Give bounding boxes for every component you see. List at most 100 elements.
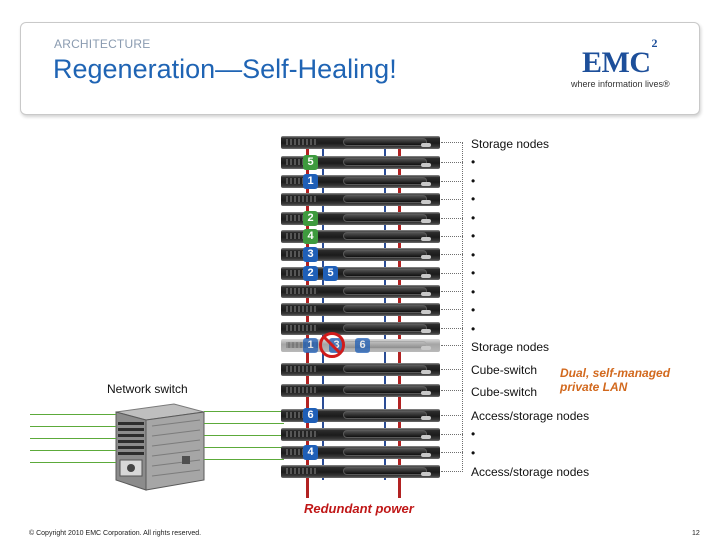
cable-out [204, 447, 284, 448]
connector-tick [441, 345, 463, 346]
server-node [281, 384, 440, 397]
logo-tagline: where information lives® [571, 79, 670, 89]
server-bezel [343, 430, 431, 439]
server-badge [421, 200, 431, 204]
drive-slots [286, 270, 318, 276]
connector-tick [441, 291, 463, 292]
replica-marker: 4 [303, 445, 318, 460]
drive-slots [286, 233, 318, 239]
server-badge [421, 143, 431, 147]
drive-slots [286, 449, 318, 455]
drive-slots [286, 306, 318, 312]
server-bezel [343, 411, 431, 420]
server-badge [421, 310, 431, 314]
list-bullet: • [471, 446, 476, 460]
storage-nodes-label-top: Storage nodes [471, 137, 550, 151]
drive-slots [286, 468, 318, 474]
server-node [281, 446, 440, 459]
drive-slots [286, 139, 318, 145]
cable-out [204, 411, 284, 412]
server-node [281, 303, 440, 316]
cable-out [204, 435, 284, 436]
server-bezel [343, 448, 431, 457]
drive-slots [286, 412, 318, 418]
server-badge [421, 292, 431, 296]
list-bullet: • [471, 192, 476, 206]
list-bullet: • [471, 173, 476, 188]
server-bezel [343, 195, 431, 204]
server-node [281, 465, 440, 478]
replica-marker: 6 [303, 408, 318, 423]
server-badge [421, 255, 431, 259]
server-node [281, 212, 440, 225]
list-bullet: • [471, 266, 476, 280]
connector-spine [462, 142, 463, 472]
logo-mark: EMC2 [582, 36, 657, 80]
connector-tick [441, 309, 463, 310]
connector-tick [441, 390, 463, 391]
connector-tick [441, 199, 463, 200]
server-bezel [343, 250, 431, 259]
list-bullet: • [471, 284, 476, 299]
replica-marker: 1 [303, 174, 318, 189]
server-badge [421, 416, 431, 420]
cable-in [30, 462, 116, 463]
access-storage-label-top: Access/storage nodes [471, 409, 590, 423]
server-bezel [343, 287, 431, 296]
cable-in [30, 438, 116, 439]
drive-slots [286, 342, 318, 348]
cable-out [204, 459, 284, 460]
connector-tick [441, 328, 463, 329]
server-badge [421, 219, 431, 223]
server-badge [421, 391, 431, 395]
connector-tick [441, 218, 463, 219]
connector-tick [441, 452, 463, 453]
cable-in [30, 426, 116, 427]
server-badge [421, 453, 431, 457]
slide-title: Regeneration—Self-Healing! [53, 54, 397, 84]
replica-marker: 2 [303, 266, 318, 281]
server-badge [421, 472, 431, 476]
server-bezel [343, 324, 431, 333]
connector-tick [441, 162, 463, 163]
server-badge [421, 329, 431, 333]
power-feed-left [306, 140, 309, 498]
redundant-power-caption: Redundant power [304, 501, 414, 516]
server-node [281, 136, 440, 149]
server-bezel [343, 305, 431, 314]
copyright-notice: © Copyright 2010 EMC Corporation. All ri… [29, 530, 202, 537]
drive-slots [286, 159, 318, 165]
server-bezel [343, 232, 431, 241]
server-node [281, 230, 440, 243]
failed-node-icon [319, 332, 345, 358]
server-node [281, 175, 440, 188]
power-feed-right [398, 140, 401, 498]
connector-tick [441, 254, 463, 255]
list-bullet: • [471, 303, 476, 317]
replica-marker: 3 [303, 247, 318, 262]
title-panel [20, 22, 700, 115]
list-bullet: • [471, 155, 476, 169]
connector-tick [441, 434, 463, 435]
connector-tick [441, 369, 463, 370]
server-badge [421, 237, 431, 241]
server-bezel [343, 177, 431, 186]
server-node [281, 363, 440, 376]
cube-switch-label-2: Cube-switch [471, 385, 538, 399]
drive-slots [286, 387, 318, 393]
server-badge [421, 274, 431, 278]
server-bezel [343, 158, 431, 167]
network-switch-image [112, 400, 207, 492]
emc-logo: EMC2 where information lives® [560, 36, 680, 96]
server-node [281, 285, 440, 298]
drive-slots [286, 366, 318, 372]
replica-marker: 5 [303, 155, 318, 170]
list-bullet: • [471, 229, 476, 243]
server-node [281, 156, 440, 169]
drive-slots [286, 288, 318, 294]
private-lan-note: Dual, self-managed private LAN [560, 366, 671, 394]
server-bezel [343, 365, 431, 374]
drive-slots [286, 178, 318, 184]
server-badge [421, 435, 431, 439]
